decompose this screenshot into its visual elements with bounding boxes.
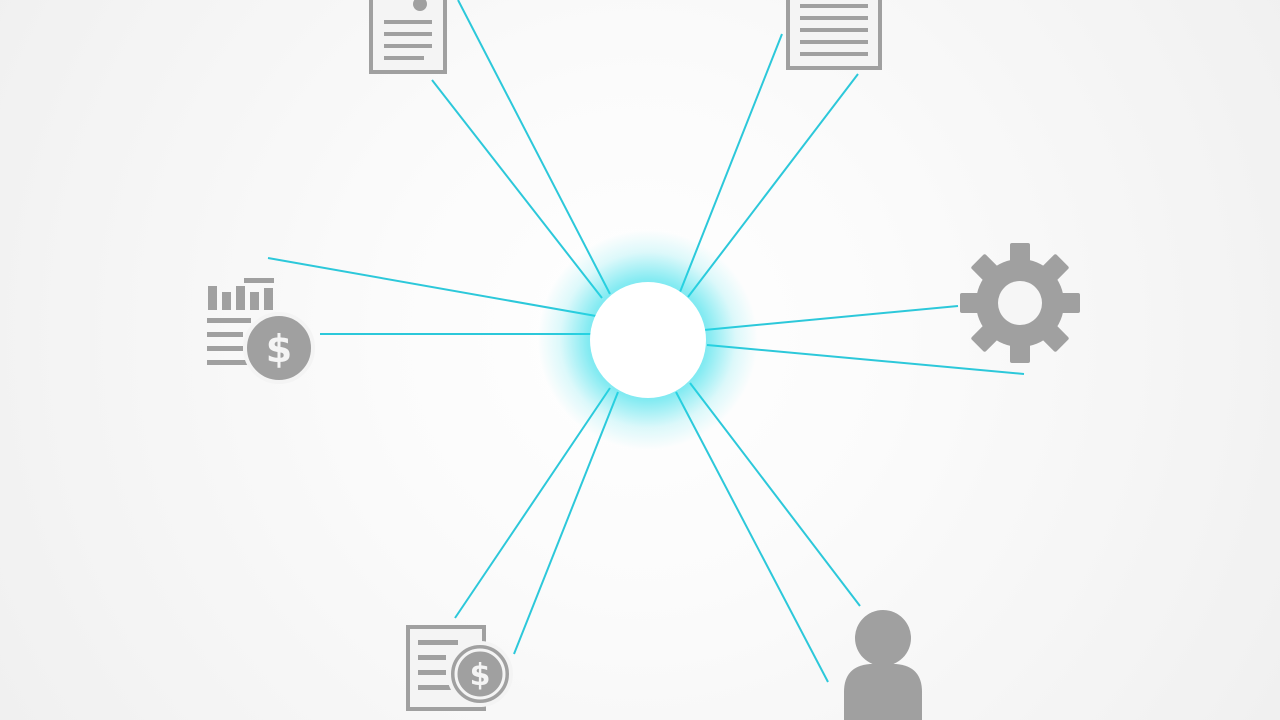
connector-line [457, 0, 611, 295]
connector-line [675, 391, 829, 683]
financial-report-icon: $ [207, 278, 315, 384]
invoice-dollar-icon: $ [406, 625, 513, 711]
text-document-icon [786, 0, 882, 70]
connector-line [267, 257, 597, 317]
document-with-stamp-icon [369, 0, 447, 74]
central-hub [538, 230, 758, 450]
svg-text:$: $ [470, 658, 491, 693]
svg-text:$: $ [266, 327, 292, 371]
white-circle-hub-icon [590, 282, 706, 398]
gear-icon [960, 243, 1080, 363]
user-icon [844, 610, 922, 720]
connector-line [706, 344, 1025, 375]
